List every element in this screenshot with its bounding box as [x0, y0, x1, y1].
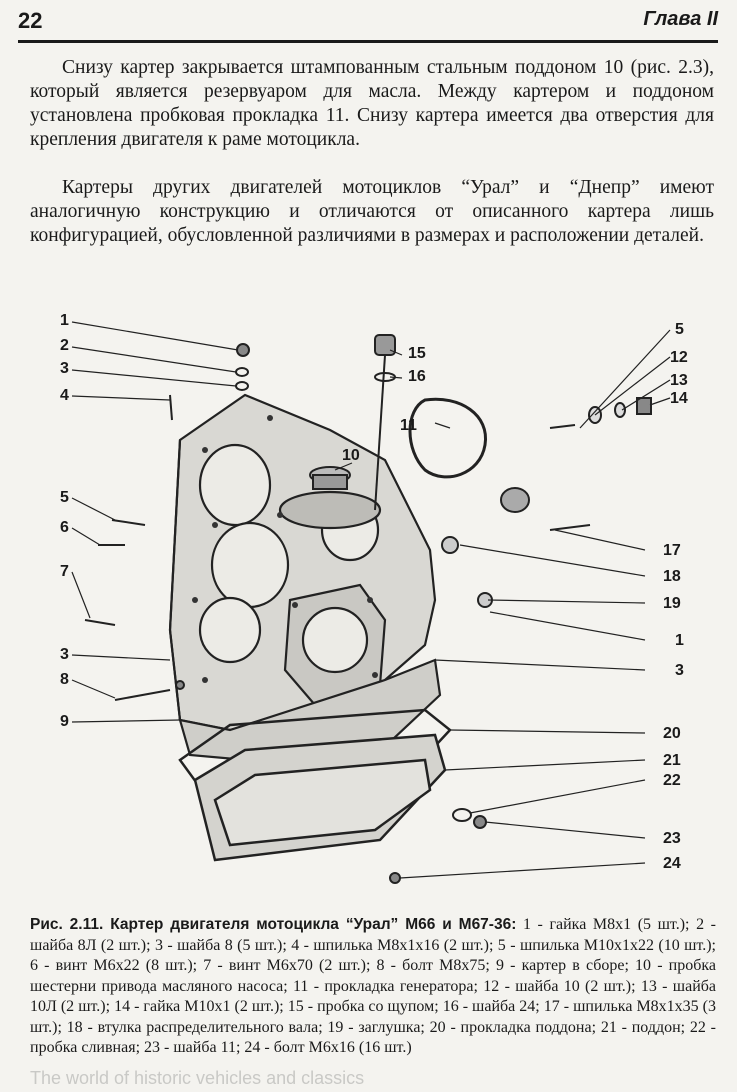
- right-side-parts: [441, 487, 591, 608]
- callout-22: 22: [663, 772, 681, 789]
- callout-12: 12: [670, 349, 688, 366]
- gear-plug: [309, 466, 351, 490]
- flange-holes: [192, 415, 378, 683]
- callout-20: 20: [663, 725, 681, 742]
- upper-right-fasteners: [549, 397, 652, 429]
- callout-16: 16: [408, 368, 426, 385]
- caption-title: Рис. 2.11. Картер двигателя мотоцикла “У…: [30, 916, 517, 933]
- callout-1-right: 1: [675, 632, 684, 649]
- page-header: 22 Глава II: [18, 6, 718, 43]
- page-number: 22: [18, 8, 43, 33]
- callout-left-2: 2: [60, 337, 69, 354]
- crankcase-drawing: 1 2 3 4 5 6 7 3 8 9 15 16 10 11 5 12 13 …: [60, 312, 688, 884]
- paragraph-1: Снизу картер закрывается штампованным ст…: [30, 57, 714, 150]
- paragraph-2: Картеры других двигателей мотоциклов “Ур…: [30, 177, 714, 246]
- chapter-title: Глава II: [643, 8, 718, 30]
- callout-left-5: 5: [60, 489, 69, 506]
- callout-left-7: 7: [60, 563, 69, 580]
- crankcase-body: [168, 393, 442, 772]
- callout-left-8: 8: [60, 671, 69, 688]
- callout-18: 18: [663, 568, 681, 585]
- callout-23: 23: [663, 830, 681, 847]
- callout-left-3: 3: [60, 360, 69, 377]
- leader-lines: [71, 321, 671, 879]
- drain-plug: [389, 808, 487, 884]
- oil-pan-assembly: [178, 708, 452, 862]
- callout-left-3b: 3: [60, 646, 69, 663]
- callout-left-1: 1: [60, 312, 69, 329]
- callout-left-9: 9: [60, 713, 69, 730]
- callout-3-right: 3: [675, 662, 684, 679]
- callout-11: 11: [400, 417, 417, 434]
- callout-left-4: 4: [60, 387, 69, 404]
- callout-13: 13: [670, 372, 688, 389]
- generator-gasket: [408, 397, 488, 479]
- callout-10: 10: [342, 447, 360, 464]
- figure-caption: Рис. 2.11. Картер двигателя мотоцикла “У…: [30, 915, 716, 1059]
- callout-14: 14: [670, 390, 688, 407]
- caption-text: 1 - гайка М8х1 (5 шт.); 2 - шайба 8Л (2 …: [30, 916, 716, 1056]
- callout-24: 24: [663, 855, 681, 872]
- watermark: The world of historic vehicles and class…: [30, 1068, 365, 1088]
- callout-5-right: 5: [675, 321, 684, 338]
- callout-17: 17: [663, 542, 681, 559]
- callout-15: 15: [408, 345, 426, 362]
- callout-19: 19: [663, 595, 681, 612]
- callout-left-6: 6: [60, 519, 69, 536]
- callout-21: 21: [663, 752, 681, 769]
- crankcase-exploded-figure: 1 2 3 4 5 6 7 3 8 9 15 16 10 11 5 12 13 …: [30, 300, 720, 905]
- left-fasteners: [84, 343, 250, 701]
